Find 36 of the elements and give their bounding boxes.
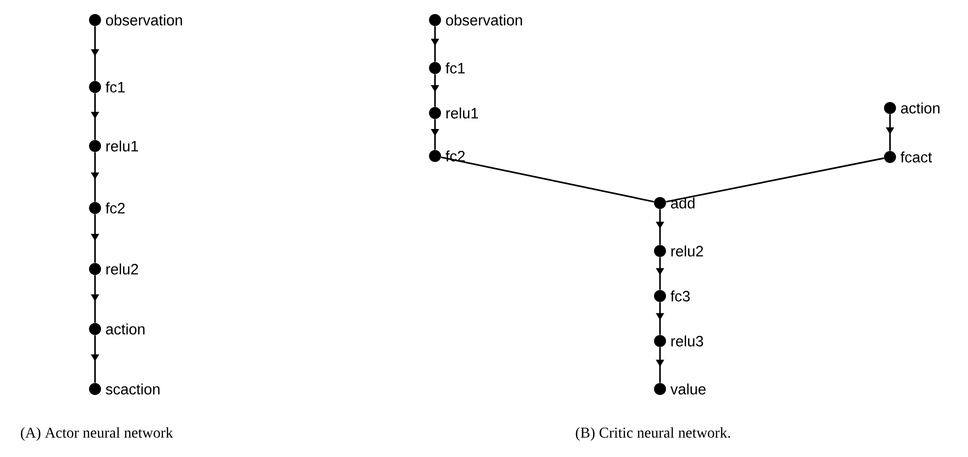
layer-node: fc1 [89,81,125,93]
layer-node: fc2 [89,202,125,214]
layer-node: value [654,382,706,395]
layer-node: fc1 [429,62,465,74]
layer-node: relu1 [429,107,478,119]
layer-node: fc3 [654,290,690,302]
node-label: relu1 [106,140,138,152]
layer-node: action [884,102,940,114]
layer-node: scaction [89,382,160,395]
caption: (A) Actor neural network [20,427,174,441]
layer-node: relu1 [89,140,138,152]
layer-node: observation [89,14,182,26]
caption: (B) Critic neural network. [576,427,730,441]
layer-node: observation [429,14,522,26]
layer-node: relu2 [89,262,138,275]
layer-node: add [654,197,694,209]
layer-node: relu2 [654,244,703,257]
node-label: relu2 [671,245,703,256]
node-label: relu2 [106,263,138,274]
layer-node: relu3 [654,335,704,347]
node-label: relu3 [671,335,704,346]
node-label: relu1 [446,107,478,118]
node-label: fc1 [446,62,465,74]
node-label: observation [106,14,182,26]
node-label: value [670,383,706,394]
node-label: fc2 [106,202,125,214]
node-label: fc1 [106,81,125,92]
node-label: observation [446,14,522,26]
node-label: scaction [106,383,160,394]
node-label: action [901,102,940,114]
node-label: fc3 [670,290,690,302]
node-label: add [671,197,694,208]
layer-node: fcact [884,151,932,163]
node-label: fcact [900,151,932,162]
node-label: action [106,323,144,334]
layer-node: action [89,322,144,335]
